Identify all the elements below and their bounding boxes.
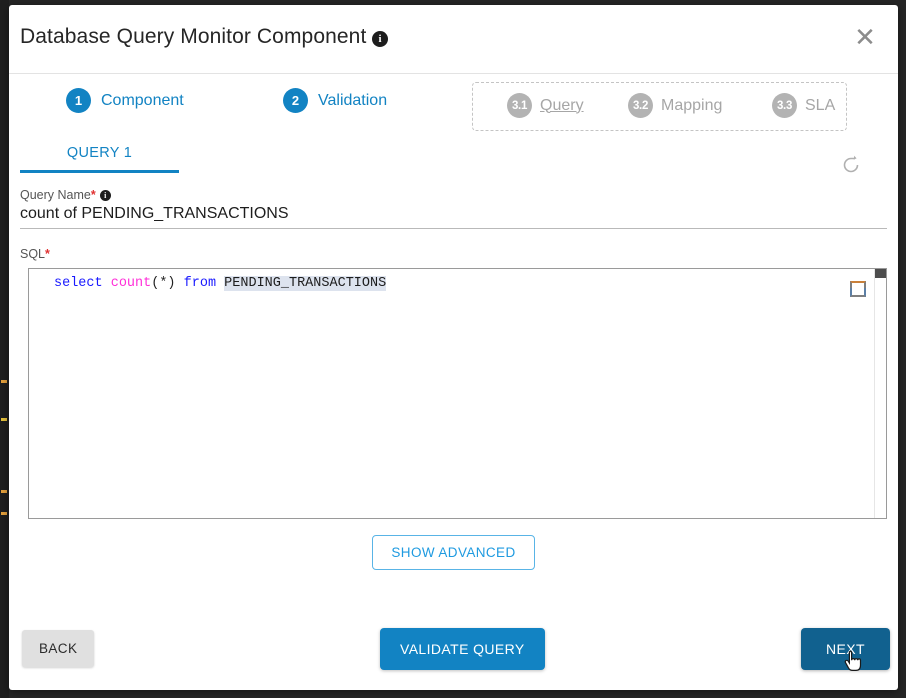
- sql-editor[interactable]: select count(*) from PENDING_TRANSACTION…: [28, 268, 887, 519]
- sql-label: SQL*: [20, 247, 898, 261]
- sql-token-function: count: [110, 276, 152, 291]
- modal-footer: BACK VALIDATE QUERY NEXT: [9, 622, 898, 690]
- close-icon[interactable]: ✕: [854, 23, 876, 53]
- query-name-field: Query Name*i: [20, 172, 887, 229]
- query-name-label-text: Query Name: [20, 188, 91, 202]
- tab-label: QUERY 1: [66, 145, 133, 161]
- step-validation[interactable]: 2 Validation: [283, 88, 387, 113]
- sql-token-punctuation: (*): [151, 276, 176, 291]
- show-advanced-row: SHOW ADVANCED: [9, 535, 898, 570]
- refresh-icon[interactable]: [841, 155, 861, 175]
- info-icon[interactable]: i: [372, 31, 388, 47]
- back-button[interactable]: BACK: [22, 630, 95, 667]
- page-title: Database Query Monitor Component: [20, 25, 367, 48]
- step-number: 1: [66, 88, 91, 113]
- step-number: 2: [283, 88, 308, 113]
- substep-number: 3.2: [628, 93, 653, 118]
- substep-number: 3.3: [772, 93, 797, 118]
- sql-token-keyword: from: [183, 276, 217, 291]
- info-icon[interactable]: i: [99, 190, 111, 201]
- sql-token-table: PENDING_TRANSACTIONS: [224, 276, 387, 291]
- sql-label-text: SQL: [20, 247, 46, 261]
- bg-fleck: [1, 380, 7, 383]
- query-tab-bar: QUERY 1: [9, 136, 898, 173]
- substep-mapping[interactable]: 3.2 Mapping: [628, 93, 722, 118]
- substep-sla[interactable]: 3.3 SLA: [772, 93, 835, 118]
- substep-number: 3.1: [507, 93, 532, 118]
- next-button[interactable]: NEXT: [801, 628, 890, 670]
- substep-label: SLA: [805, 96, 836, 114]
- step-label: Validation: [318, 91, 388, 109]
- editor-scrollbar[interactable]: [874, 269, 886, 518]
- background-page-strip: [0, 0, 9, 698]
- substep-query[interactable]: 3.1 Query: [507, 93, 584, 118]
- substep-group: 3.1 Query 3.2 Mapping 3.3 SLA: [472, 82, 847, 131]
- substep-label: Query: [540, 96, 584, 114]
- sql-token-keyword: select: [54, 276, 103, 291]
- step-component[interactable]: 1 Component: [66, 88, 184, 113]
- validate-query-button[interactable]: VALIDATE QUERY: [380, 628, 545, 670]
- required-marker: *: [45, 247, 50, 261]
- query-name-label: Query Name*i: [20, 188, 887, 202]
- step-label: Component: [101, 91, 184, 109]
- show-advanced-button[interactable]: SHOW ADVANCED: [372, 535, 535, 570]
- scrollbar-thumb[interactable]: [875, 269, 886, 278]
- modal-header: Database Query Monitor Component i ✕: [9, 5, 898, 74]
- bg-fleck: [1, 512, 7, 515]
- sql-code-line: select count(*) from PENDING_TRANSACTION…: [54, 276, 387, 291]
- fullscreen-icon[interactable]: [850, 281, 866, 297]
- wizard-stepper: 1 Component 2 Validation 3.1 Query 3.2 M…: [9, 74, 898, 173]
- bg-fleck: [1, 490, 7, 493]
- tab-query-1[interactable]: QUERY 1: [20, 136, 179, 173]
- modal-dialog: Database Query Monitor Component i ✕ 1 C…: [9, 5, 898, 690]
- query-name-input[interactable]: [20, 203, 887, 229]
- substep-label: Mapping: [661, 96, 723, 114]
- bg-fleck: [1, 418, 7, 421]
- required-marker: *: [90, 188, 96, 202]
